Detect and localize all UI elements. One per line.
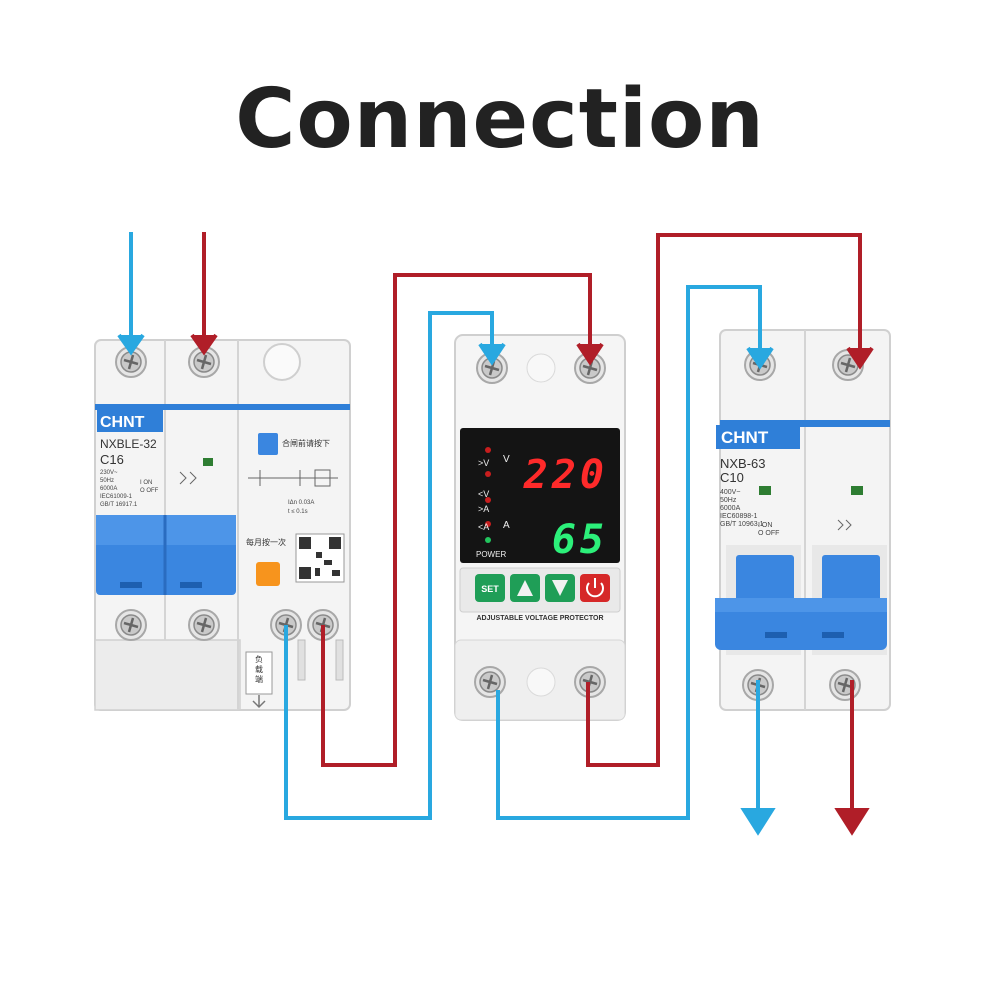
mcb-onoff-line: I ON: [758, 522, 772, 529]
rcbo-brand-badge: [97, 410, 163, 432]
rcbo-spec-line: 6000A: [100, 486, 117, 492]
live-wire-rcbo-to-protector: [321, 273, 592, 767]
rcbo-terminal-screw: [187, 608, 221, 642]
current-display: 65: [552, 517, 608, 563]
rcbo-monthly-label: 每月按一次: [246, 537, 286, 547]
rcbo-terminal-screw: [114, 608, 148, 642]
power-icon: [586, 578, 604, 598]
rcbo-onoff-line: O OFF: [140, 488, 159, 494]
mcb-brand-badge: [716, 425, 800, 449]
indicator-label: <V: [478, 489, 489, 499]
mcb-onoff-line: O OFF: [758, 530, 779, 537]
mcb-spec-line: 6000A: [720, 505, 741, 512]
rcbo-onoff-line: I ON: [140, 480, 152, 486]
rcbo-spec-line: GB/T 16917.1: [100, 502, 138, 508]
rcbo-rating: C16: [100, 452, 124, 467]
up-arrow-icon: [517, 580, 533, 596]
protector-display-panel: [460, 428, 620, 563]
rcbo-load-label: 负载端: [255, 654, 263, 684]
rcbo-toggle-handle[interactable]: [96, 515, 236, 595]
page-title: Connection: [235, 72, 765, 167]
protector-caption: ADJUSTABLE VOLTAGE PROTECTOR: [476, 615, 603, 622]
neutral-arrow-icon: [478, 342, 506, 366]
rcbo-breaker: [94, 339, 351, 711]
rcbo-reset-button[interactable]: [258, 433, 278, 455]
rcbo-spec-line: IEC61009-1: [100, 494, 133, 500]
rcbo-sensitivity: IΔn 0.03A: [288, 500, 314, 506]
rcbo-test-label: 合闸前请按下: [282, 438, 330, 448]
neutral-output-arrow-icon: [740, 808, 776, 836]
set-button[interactable]: [475, 574, 505, 602]
neutral-input-arrow-icon: [117, 333, 145, 356]
rcbo-test-button[interactable]: [256, 562, 280, 586]
live-arrow-icon: [846, 346, 874, 370]
mcb-rating: C10: [720, 470, 744, 485]
voltage-protector: [454, 334, 626, 721]
voltage-display: 220: [523, 452, 608, 498]
indicator-label: >A: [478, 504, 489, 514]
mcb-toggle-handle[interactable]: [715, 545, 887, 655]
mcb-model: NXB-63: [720, 456, 766, 471]
rcbo-brand: CHNT: [100, 414, 145, 431]
protector-terminal-screw: [473, 665, 507, 699]
mcb-breaker: [715, 329, 891, 711]
mcb-spec-line: 400V~: [720, 489, 740, 496]
down-arrow-icon: [552, 580, 568, 596]
power-indicator-label: POWER: [476, 550, 506, 559]
rcbo-model: NXBLE-32: [100, 437, 157, 451]
current-unit: A: [503, 520, 510, 531]
neutral-wire-rcbo-to-protector: [284, 311, 494, 820]
indicator-label: >V: [478, 458, 489, 468]
rcbo-trip-time: t ≤ 0.1s: [288, 509, 308, 515]
mcb-brand: CHNT: [721, 428, 769, 447]
mcb-spec-line: 50Hz: [720, 497, 737, 504]
live-wire-protector-to-mcb: [586, 233, 862, 767]
rcbo-qr-code: [295, 533, 345, 583]
mcb-spec-line: GB/T 10963.1: [720, 521, 764, 528]
voltage-unit: V: [503, 454, 510, 465]
set-button-label: SET: [481, 584, 499, 594]
live-input-arrow-icon: [190, 333, 218, 356]
rcbo-spec-line: 230V~: [100, 470, 118, 476]
live-output-arrow-icon: [834, 808, 870, 836]
rcbo-spec-line: 50Hz: [100, 478, 114, 484]
neutral-wire-protector-to-mcb: [496, 285, 762, 820]
neutral-arrow-icon: [746, 346, 774, 370]
live-arrow-icon: [576, 342, 604, 366]
indicator-label: <A: [478, 522, 489, 532]
mcb-spec-line: IEC60898-1: [720, 513, 757, 520]
mcb-terminal-screw: [828, 668, 862, 702]
